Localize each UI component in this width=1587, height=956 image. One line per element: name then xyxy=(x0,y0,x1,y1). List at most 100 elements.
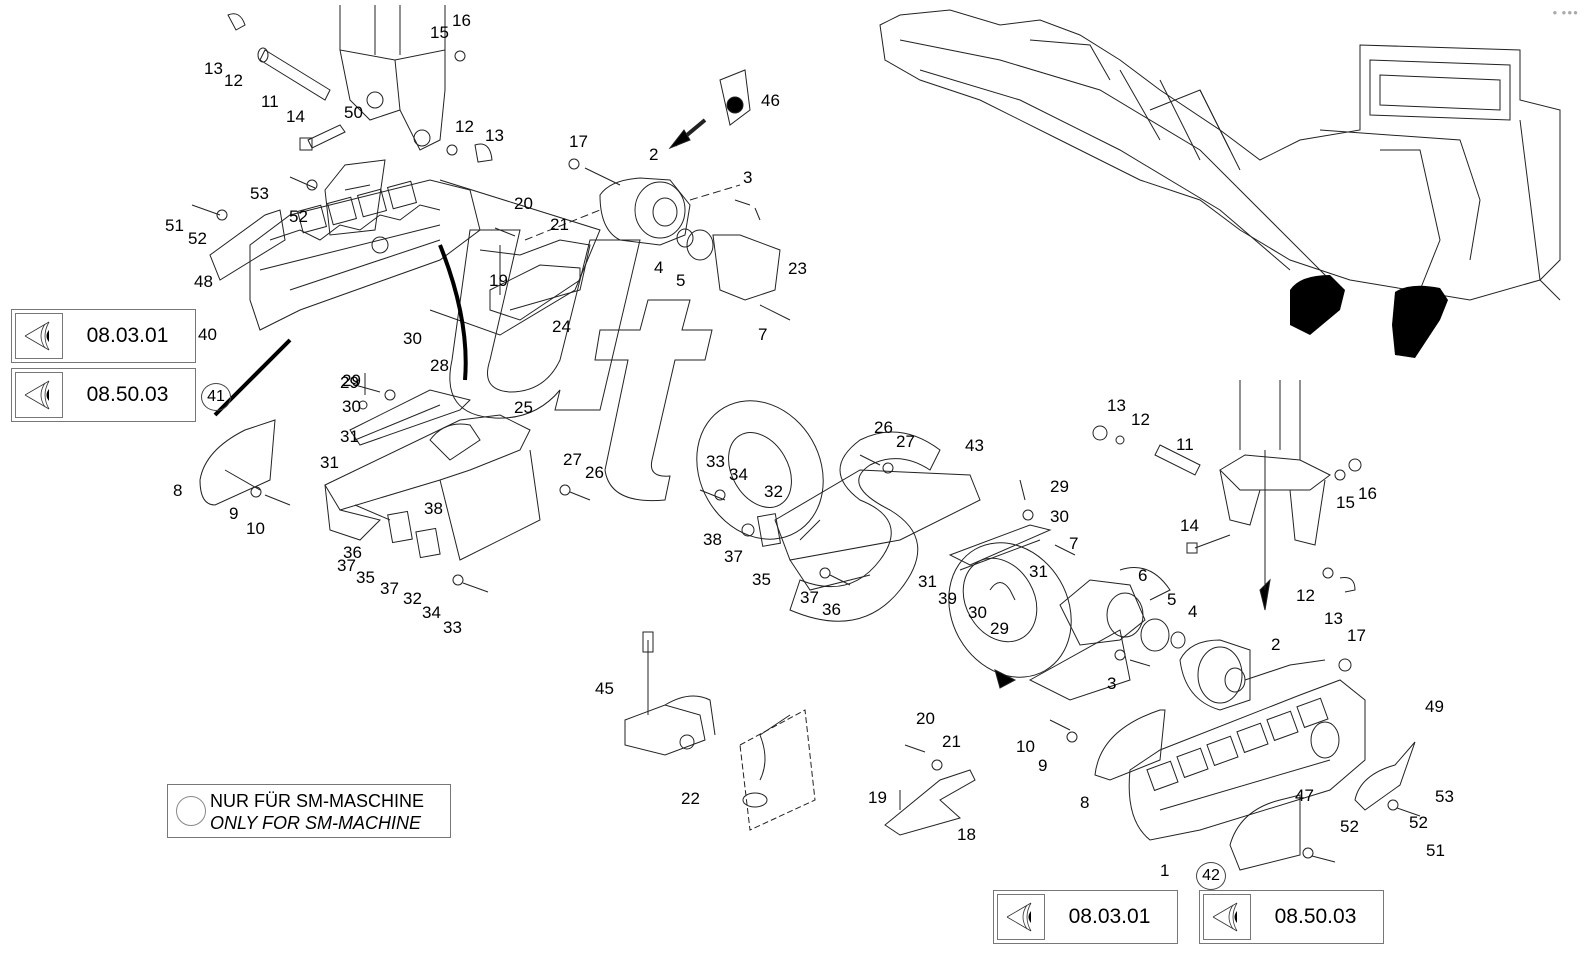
part-label-34[interactable]: 34 xyxy=(729,465,748,484)
part-label-37[interactable]: 37 xyxy=(380,579,399,598)
part-label-40[interactable]: 40 xyxy=(198,325,217,344)
part-label-51[interactable]: 51 xyxy=(1426,841,1445,860)
part-label-10[interactable]: 10 xyxy=(246,519,265,538)
part-label-5[interactable]: 5 xyxy=(676,271,686,290)
part-label-30[interactable]: 30 xyxy=(1050,507,1069,526)
part-label-52[interactable]: 52 xyxy=(1340,817,1359,836)
part-label-5[interactable]: 5 xyxy=(1167,590,1177,609)
part-label-7[interactable]: 7 xyxy=(758,325,768,344)
reference-box-08-50-03-bottom[interactable]: 08.50.03 xyxy=(1199,890,1384,944)
part-label-31[interactable]: 31 xyxy=(1029,562,1048,581)
part-label-31[interactable]: 31 xyxy=(918,572,937,591)
part-label-13[interactable]: 13 xyxy=(1324,609,1343,628)
part-label-29[interactable]: 29 xyxy=(990,619,1009,638)
part-label-38[interactable]: 38 xyxy=(703,530,722,549)
part-label-31[interactable]: 31 xyxy=(320,453,339,472)
part-label-13[interactable]: 13 xyxy=(485,126,504,145)
part-label-48[interactable]: 48 xyxy=(194,272,213,291)
part-label-38[interactable]: 38 xyxy=(424,499,443,518)
reference-box-08-50-03-left[interactable]: 08.50.03 xyxy=(11,368,196,422)
part-label-1[interactable]: 1 xyxy=(1160,861,1170,880)
part-label-21[interactable]: 21 xyxy=(550,215,569,234)
part-label-35[interactable]: 35 xyxy=(752,570,771,589)
part-label-30[interactable]: 30 xyxy=(342,397,361,416)
part-label-45[interactable]: 45 xyxy=(595,679,614,698)
part-label-11[interactable]: 11 xyxy=(1176,435,1194,454)
part-label-43[interactable]: 43 xyxy=(965,436,984,455)
part-label-23[interactable]: 23 xyxy=(788,259,807,278)
part-label-18[interactable]: 18 xyxy=(957,825,976,844)
part-label-17[interactable]: 17 xyxy=(1347,626,1366,645)
part-label-12[interactable]: 12 xyxy=(455,117,474,136)
part-label-47[interactable]: 47 xyxy=(1295,786,1314,805)
part-label-29[interactable]: 29 xyxy=(342,371,361,390)
part-label-4[interactable]: 4 xyxy=(1188,602,1198,621)
part-label-12[interactable]: 12 xyxy=(1296,586,1315,605)
reference-box-08-03-01-left[interactable]: 08.03.01 xyxy=(11,309,196,363)
part-label-32[interactable]: 32 xyxy=(403,589,422,608)
part-label-8[interactable]: 8 xyxy=(173,481,183,500)
part-label-4[interactable]: 4 xyxy=(654,258,664,277)
part-label-29[interactable]: 29 xyxy=(1050,477,1069,496)
part-label-33[interactable]: 33 xyxy=(706,452,725,471)
part-label-10[interactable]: 10 xyxy=(1016,737,1035,756)
part-label-46[interactable]: 46 xyxy=(761,91,780,110)
part-label-2[interactable]: 2 xyxy=(1271,635,1281,654)
part-label-13[interactable]: 13 xyxy=(1107,396,1126,415)
part-label-20[interactable]: 20 xyxy=(916,709,935,728)
part-label-51[interactable]: 51 xyxy=(165,216,184,235)
part-label-6[interactable]: 6 xyxy=(1138,566,1148,585)
part-label-36[interactable]: 36 xyxy=(343,543,362,562)
part-label-15[interactable]: 15 xyxy=(1336,493,1355,512)
part-label-9[interactable]: 9 xyxy=(229,504,239,523)
part-label-8[interactable]: 8 xyxy=(1080,793,1090,812)
part-label-12[interactable]: 12 xyxy=(1131,410,1150,429)
part-label-37[interactable]: 37 xyxy=(800,588,819,607)
part-label-52[interactable]: 52 xyxy=(188,229,207,248)
part-label-14[interactable]: 14 xyxy=(286,107,305,126)
part-label-21[interactable]: 21 xyxy=(942,732,961,751)
part-label-2[interactable]: 2 xyxy=(649,145,659,164)
part-label-19[interactable]: 19 xyxy=(489,271,508,290)
part-label-26[interactable]: 26 xyxy=(874,418,893,437)
part-label-14[interactable]: 14 xyxy=(1180,516,1199,535)
part-label-53[interactable]: 53 xyxy=(250,184,269,203)
part-label-25[interactable]: 25 xyxy=(514,398,533,417)
part-label-11[interactable]: 11 xyxy=(261,92,279,111)
part-label-29[interactable]: 29 xyxy=(340,373,359,392)
part-label-31[interactable]: 31 xyxy=(340,427,359,446)
part-label-41[interactable]: 41 xyxy=(201,383,231,411)
part-label-32[interactable]: 32 xyxy=(764,482,783,501)
part-label-17[interactable]: 17 xyxy=(569,132,588,151)
part-label-50[interactable]: 50 xyxy=(344,103,363,122)
part-label-7[interactable]: 7 xyxy=(1069,534,1079,553)
part-label-3[interactable]: 3 xyxy=(743,168,753,187)
part-label-52[interactable]: 52 xyxy=(289,207,308,226)
reference-box-08-03-01-bottom[interactable]: 08.03.01 xyxy=(993,890,1178,944)
part-label-16[interactable]: 16 xyxy=(452,11,471,30)
part-label-13[interactable]: 13 xyxy=(204,59,223,78)
part-label-9[interactable]: 9 xyxy=(1038,756,1048,775)
part-label-30[interactable]: 30 xyxy=(968,603,987,622)
part-label-42[interactable]: 42 xyxy=(1196,862,1226,890)
part-label-53[interactable]: 53 xyxy=(1435,787,1454,806)
part-label-28[interactable]: 28 xyxy=(430,356,449,375)
part-label-39[interactable]: 39 xyxy=(938,589,957,608)
part-label-12[interactable]: 12 xyxy=(224,71,243,90)
part-label-15[interactable]: 15 xyxy=(430,23,449,42)
part-label-36[interactable]: 36 xyxy=(822,600,841,619)
part-label-19[interactable]: 19 xyxy=(868,788,887,807)
part-label-27[interactable]: 27 xyxy=(896,432,915,451)
part-label-49[interactable]: 49 xyxy=(1425,697,1444,716)
part-label-35[interactable]: 35 xyxy=(356,568,375,587)
part-label-37[interactable]: 37 xyxy=(337,556,356,575)
part-label-33[interactable]: 33 xyxy=(443,618,462,637)
part-label-16[interactable]: 16 xyxy=(1358,484,1377,503)
part-label-52[interactable]: 52 xyxy=(1409,813,1428,832)
part-label-27[interactable]: 27 xyxy=(563,450,582,469)
part-label-37[interactable]: 37 xyxy=(724,547,743,566)
part-label-22[interactable]: 22 xyxy=(681,789,700,808)
part-label-34[interactable]: 34 xyxy=(422,603,441,622)
part-label-3[interactable]: 3 xyxy=(1107,674,1117,693)
part-label-24[interactable]: 24 xyxy=(552,317,571,336)
